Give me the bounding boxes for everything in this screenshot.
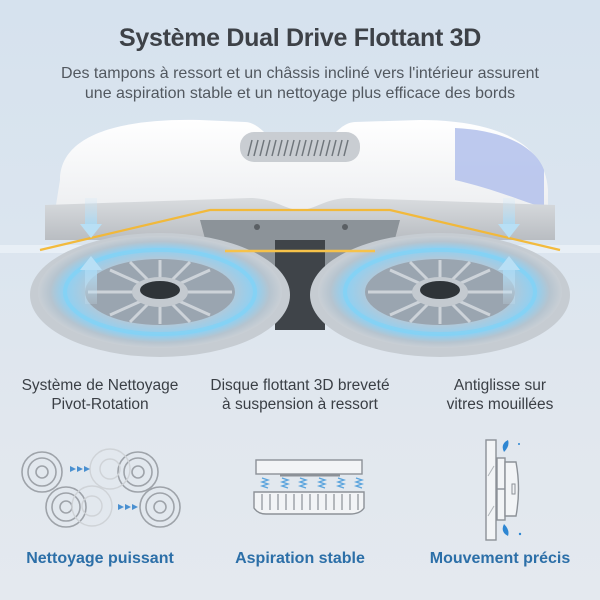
subtitle-line-1: Des tampons à ressort et un châssis incl… (61, 65, 539, 82)
feature-label: Nettoyage puissant (26, 550, 174, 567)
feature-label: Aspiration stable (235, 550, 365, 567)
feature-desc-line-2: vitres mouillées (446, 396, 554, 413)
spring-suspension-disc-icon (253, 459, 365, 515)
feature-description: Disque flottant 3D breveté à suspension … (200, 376, 400, 416)
feature-description: Système de Nettoyage Pivot-Rotation (0, 376, 200, 416)
feature-spring-disc: Disque flottant 3D breveté à suspension … (200, 376, 400, 567)
feature-description: Antiglisse sur vitres mouillées (400, 376, 600, 416)
subtitle-line-2: une aspiration stable et un nettoyage pl… (84, 85, 516, 102)
feature-desc-line-1: Disque flottant 3D breveté (210, 377, 390, 394)
feature-pivot-rotation: Système de Nettoyage Pivot-Rotation Nett… (0, 376, 200, 567)
robot-product-image (0, 119, 600, 357)
feature-anti-slip: Antiglisse sur vitres mouillées Mouvemen… (400, 376, 600, 567)
feature-label: Mouvement précis (429, 550, 571, 567)
feature-desc-line-1: Système de Nettoyage (21, 377, 179, 394)
page-subtitle: Des tampons à ressort et un châssis incl… (20, 64, 580, 104)
pivot-rotation-discs-icon (21, 448, 181, 528)
feature-desc-line-2: Pivot-Rotation (51, 396, 149, 413)
feature-desc-line-1: Antiglisse sur (453, 377, 547, 394)
features-section: Système de Nettoyage Pivot-Rotation Nett… (0, 376, 600, 576)
feature-desc-line-2: à suspension à ressort (222, 396, 378, 413)
anti-slip-wet-glass-icon (485, 439, 522, 541)
page-title: Système Dual Drive Flottant 3D (119, 24, 481, 52)
